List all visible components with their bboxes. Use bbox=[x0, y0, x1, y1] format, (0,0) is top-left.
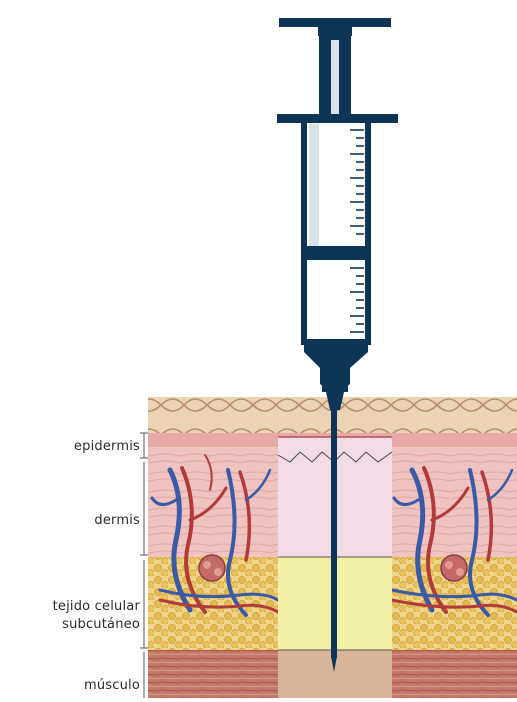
label-subcutaneous-line1: tejido celular bbox=[53, 598, 140, 615]
plunger-thumb-rest bbox=[279, 18, 391, 27]
needle bbox=[331, 408, 337, 658]
plunger-stopper bbox=[307, 246, 365, 260]
label-subcutaneous-line2: subcutáneo bbox=[62, 616, 140, 633]
layer-brackets bbox=[140, 433, 148, 698]
label-dermis: dermis bbox=[94, 512, 140, 529]
label-epidermis: epidermis bbox=[74, 438, 140, 455]
label-muscle: músculo bbox=[84, 677, 140, 694]
